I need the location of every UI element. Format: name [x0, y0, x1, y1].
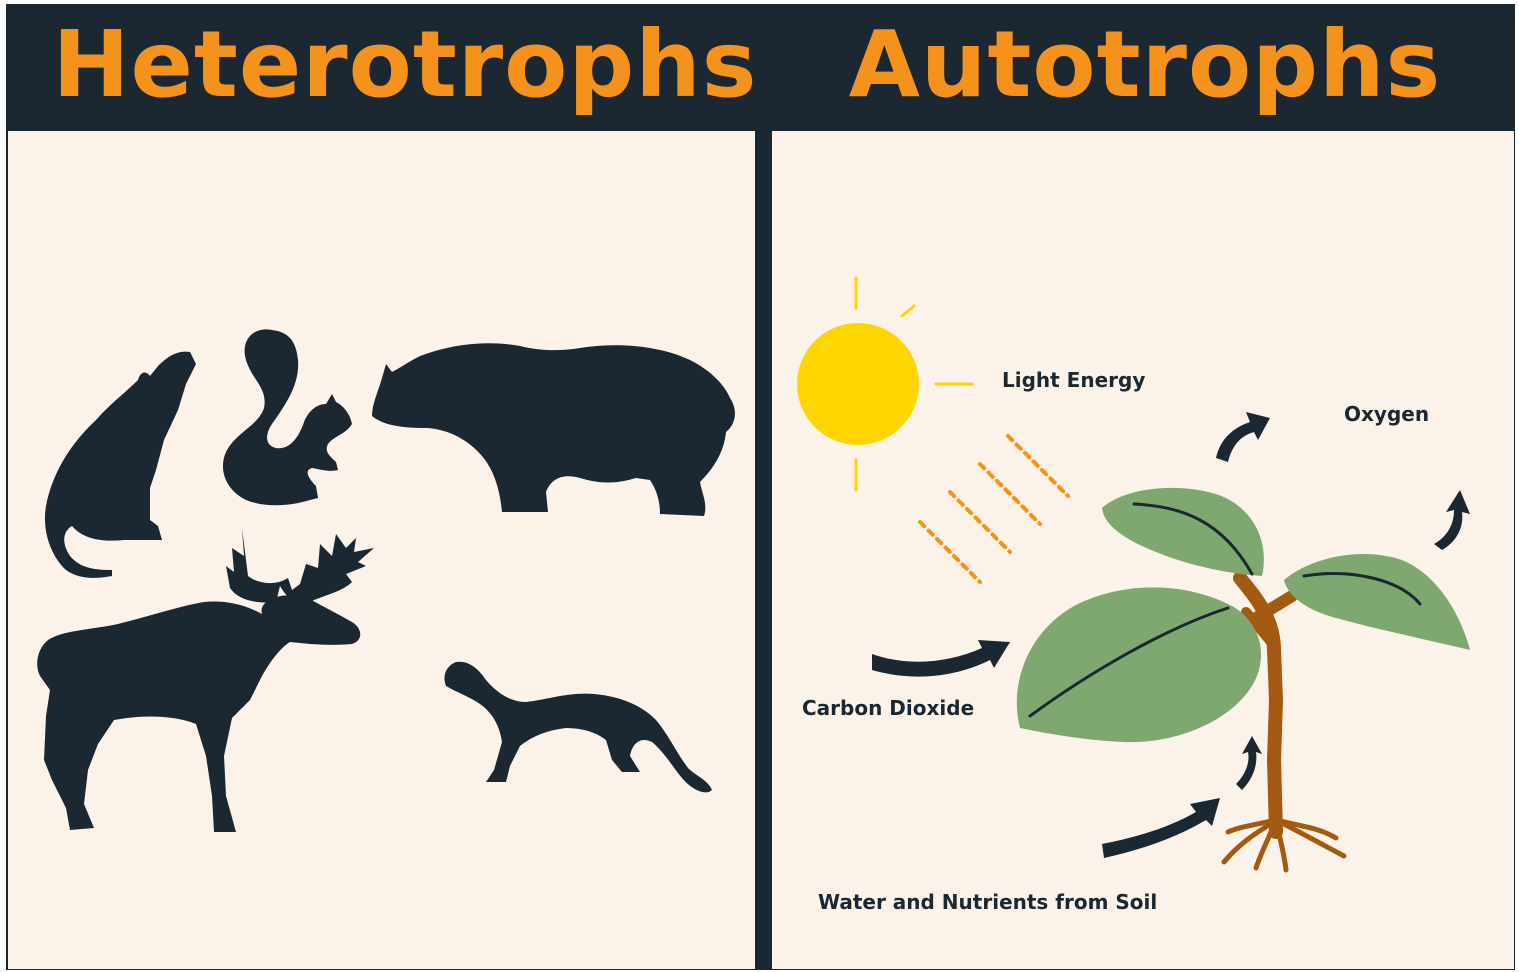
- bear-icon: [372, 343, 735, 516]
- light-energy-label: Light Energy: [1002, 368, 1145, 392]
- light-rays: [920, 436, 1068, 582]
- oxygen-label: Oxygen: [1344, 402, 1429, 426]
- wolf-icon: [45, 352, 196, 578]
- plant-icon: [1017, 488, 1470, 870]
- sun-icon: [797, 278, 972, 490]
- weasel-icon: [444, 662, 712, 793]
- squirrel-icon: [223, 329, 352, 505]
- water-nutrients-label: Water and Nutrients from Soil: [818, 890, 1157, 914]
- carbon-dioxide-label: Carbon Dioxide: [802, 696, 974, 720]
